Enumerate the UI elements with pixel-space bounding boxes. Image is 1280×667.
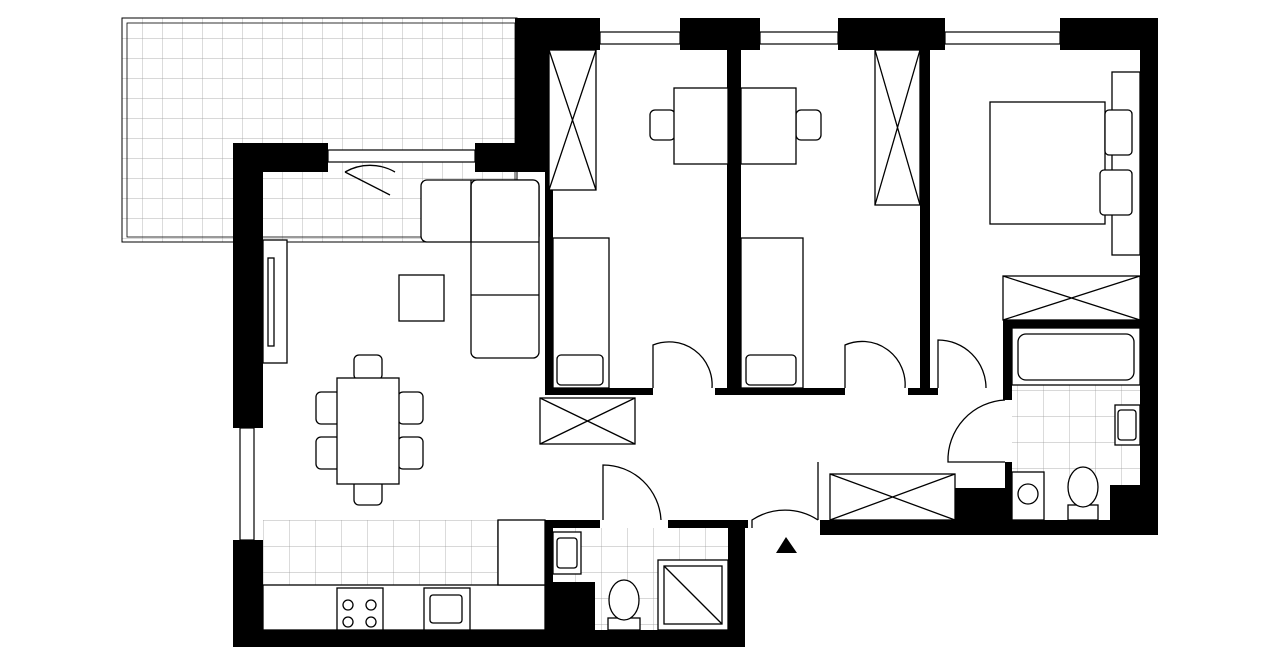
window-living-left [239,427,255,541]
interior-walls [545,50,1140,630]
bed-bedroom-1 [552,237,610,389]
doors [344,164,1006,528]
bed-bedroom-3 [989,71,1141,256]
stove [336,587,384,631]
desk-bedroom-2 [740,87,822,165]
window-bedroom-3 [944,31,1061,45]
washbasin-bathroom-1 [552,531,582,575]
tv [267,257,275,347]
window-bedroom-2 [759,31,839,45]
tv-unit [262,239,288,364]
coffee-table [398,274,445,322]
storage-hall-2 [829,473,956,521]
toilet-bathroom-2 [1067,466,1099,521]
fridge [497,519,546,586]
entrance-marker [776,537,797,553]
bathtub [1011,327,1141,386]
kitchen-counter [262,584,546,631]
bed-bedroom-2 [740,237,804,389]
desk-bedroom-1 [649,87,729,165]
wardrobe-bedroom-2 [874,49,921,206]
wardrobe-bedroom-3 [1002,275,1141,321]
washbasin-bathroom-2 [1114,404,1141,446]
window-bedroom-1 [599,31,681,45]
sofa [420,179,540,359]
dining-set [315,354,424,506]
storage-hall-1 [539,397,636,445]
washing-machine [1011,471,1045,521]
wardrobe-bedroom-1 [548,49,597,191]
kitchen-tiles [263,520,500,585]
outer-walls [233,18,1158,647]
toilet-bathroom-1 [607,579,641,631]
kitchen-sink [423,587,471,631]
shower [657,559,729,631]
window-living-top [327,149,476,163]
